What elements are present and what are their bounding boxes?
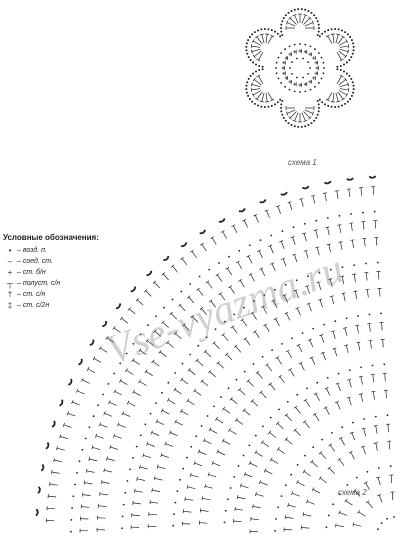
legend-item-label: – соед. ст. [17, 258, 53, 265]
scheme-1-flower-motif [245, 8, 354, 128]
legend-item-single: + – ст. б/н [3, 267, 123, 278]
scheme-2-caption: схема 2 [338, 488, 367, 497]
legend-item-double: † – ст. с/н [3, 289, 123, 300]
chain-stitch-icon: • [3, 246, 17, 255]
legend-item-treble: ‡ – ст. с/2н [3, 300, 123, 311]
scheme-2-fan-motif [36, 176, 395, 534]
slip-stitch-icon: – [3, 257, 17, 266]
legend-item-label: – полуст. с/н [17, 280, 60, 287]
legend-item-chain: • – возд. п. [3, 245, 123, 256]
treble-crochet-icon: ‡ [3, 301, 17, 310]
legend-item-label: – ст. б/н [17, 269, 46, 276]
single-crochet-icon: + [3, 268, 17, 277]
double-crochet-icon: † [3, 290, 17, 299]
legend: Условные обозначения: • – возд. п. – – с… [3, 233, 123, 311]
legend-item-label: – ст. с/н [17, 291, 45, 298]
legend-item-slip: – – соед. ст. [3, 256, 123, 267]
legend-item-label: – ст. с/2н [17, 302, 49, 309]
legend-item-label: – возд. п. [17, 247, 47, 254]
scheme-1-caption: схема 1 [288, 158, 317, 167]
half-double-crochet-icon: ┬ [3, 279, 17, 288]
legend-title: Условные обозначения: [3, 233, 123, 242]
legend-item-half-double: ┬ – полуст. с/н [3, 278, 123, 289]
